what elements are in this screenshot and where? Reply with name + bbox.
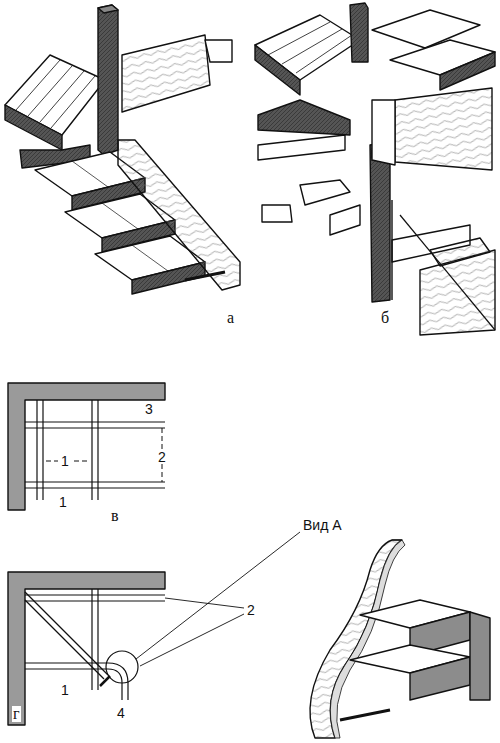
callout-label: 2 [157, 450, 167, 464]
callout-label: б [380, 310, 390, 326]
callout-label: 2 [246, 603, 256, 617]
callout-label: 1 [58, 495, 68, 509]
callout-label: 1 [60, 454, 70, 468]
callout-label: в [110, 508, 120, 524]
callout-label: 4 [116, 706, 126, 720]
callout-label: 3 [144, 402, 154, 416]
callout-label: Вид А [302, 518, 343, 532]
callout-label: 1 [60, 683, 70, 697]
callout-label: а [226, 310, 235, 326]
callout-label: г [12, 706, 21, 722]
